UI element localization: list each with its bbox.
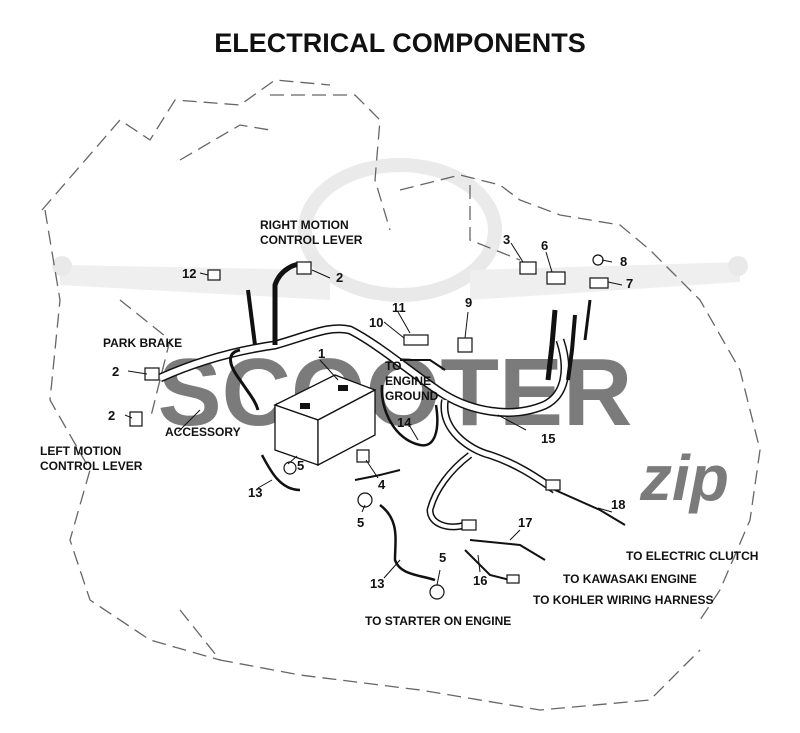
connector-9 [457,337,473,353]
label-park-brake: PARK BRAKE [103,336,182,350]
connector-2-right [296,261,312,275]
callout-13-lower: 13 [370,576,384,591]
callout-4: 4 [378,477,386,492]
callout-5-mid: 5 [357,515,364,530]
connector-2-left [129,411,143,427]
callout-5-left: 5 [297,458,304,473]
label-right-motion-line2: CONTROL LEVER [260,233,363,247]
starter-cable-13 [379,504,436,582]
connector-5-left [283,461,297,475]
callout-6: 6 [541,238,548,253]
callout-10: 10 [369,315,383,330]
label-engine-ground-line2: ENGINE [385,374,431,388]
connector-16 [506,574,520,584]
callout-9: 9 [465,295,472,310]
callout-1: 1 [318,346,325,361]
label-accessory: ACCESSORY [165,425,241,439]
connector-4 [356,449,370,463]
leader-lines [124,242,623,586]
label-left-motion-line2: CONTROL LEVER [40,459,143,473]
connector-6 [546,271,566,285]
callout-15: 15 [541,431,555,446]
callout-2-park: 2 [112,364,119,379]
label-right-motion-line1: RIGHT MOTION [260,218,349,232]
connectors [129,254,609,600]
callout-7: 7 [626,276,633,291]
connector-3 [519,261,537,275]
connector-7 [589,277,609,289]
battery [273,374,377,467]
callout-18: 18 [611,497,625,512]
connector-18 [545,479,561,491]
label-starter-on-engine: TO STARTER ON ENGINE [365,614,511,628]
callout-13-upper: 13 [248,485,262,500]
ground-cable-14 [380,384,439,447]
positive-cable-13-upper [260,454,301,492]
label-engine-ground-line1: TO [385,359,401,373]
label-kawasaki-engine: TO KAWASAKI ENGINE [563,572,697,586]
text-labels: RIGHT MOTION CONTROL LEVER PARK BRAKE LE… [40,218,758,628]
connector-2-park [144,367,160,381]
callout-3: 3 [503,232,510,247]
callout-8: 8 [620,254,627,269]
label-left-motion-line1: LEFT MOTION [40,444,121,458]
callout-12: 12 [182,266,196,281]
label-engine-ground-line3: GROUND [385,389,439,403]
connector-5-mid [357,492,373,508]
mower-outline [41,79,761,711]
page-title: ELECTRICAL COMPONENTS [214,28,586,58]
callout-11: 11 [392,300,406,315]
cables [260,384,439,582]
callout-numbers: 1 2 2 2 3 4 5 5 5 6 7 8 9 10 11 12 13 13… [108,232,633,591]
connector-11 [403,334,429,346]
connector-5-starter [429,584,445,600]
callout-2-left: 2 [108,408,115,423]
callout-2-right: 2 [336,270,343,285]
connector-8 [592,254,604,266]
callout-17: 17 [518,515,532,530]
label-electric-clutch: TO ELECTRIC CLUTCH [626,549,758,563]
connector-17 [461,519,477,531]
connector-12 [207,269,221,281]
watermark-script: zip [639,442,729,514]
label-kohler-harness: TO KOHLER WIRING HARNESS [533,593,713,607]
callout-5-starter: 5 [439,550,446,565]
callout-16: 16 [473,573,487,588]
callout-14: 14 [397,415,412,430]
